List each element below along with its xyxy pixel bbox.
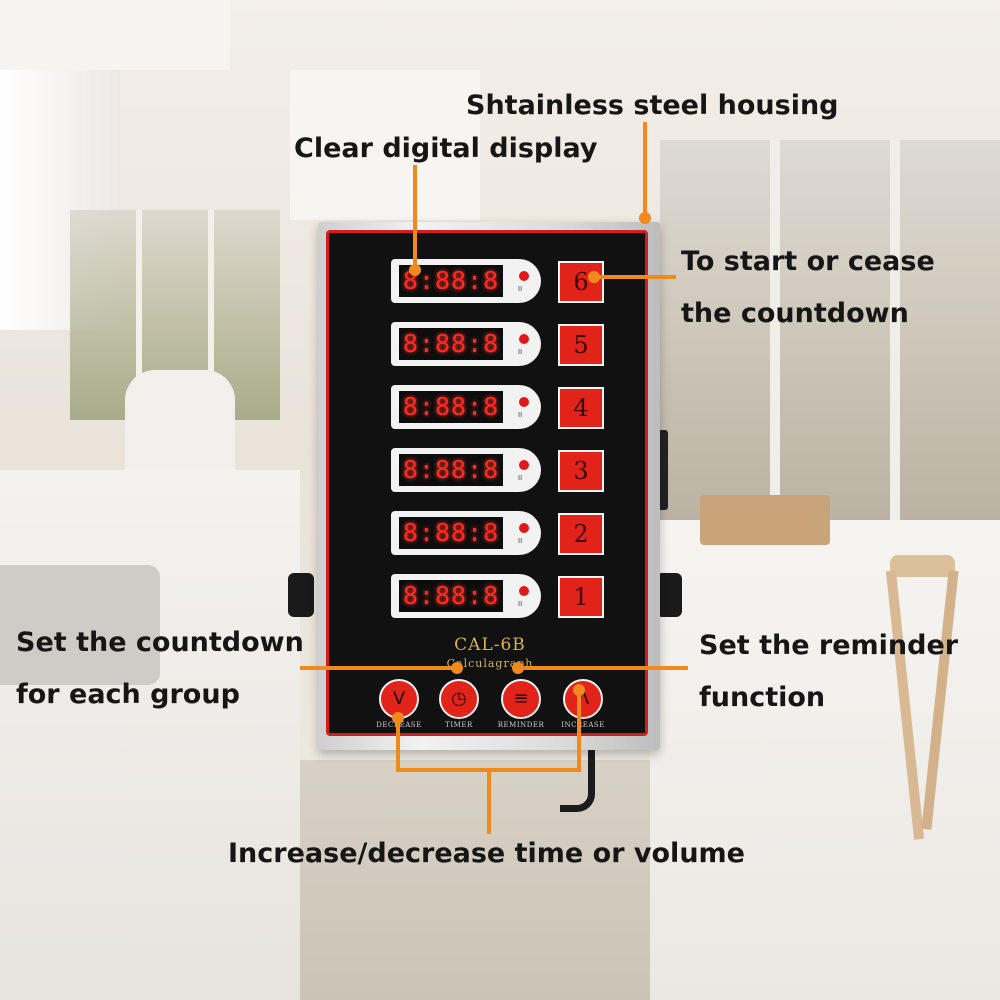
timer-row-4: 8:88:8 II	[391, 385, 541, 429]
callout-line-stem	[487, 768, 491, 834]
timer-display: 8:88:8 II	[391, 385, 541, 429]
background-sink	[0, 565, 160, 685]
timer-display: 8:88:8 II	[391, 511, 541, 555]
group-button-1[interactable]: 1	[558, 576, 604, 618]
indicator-mark: II	[518, 411, 523, 419]
display-digits: 8:88:8	[399, 391, 503, 423]
callout-countdown-line2: for each group	[16, 679, 240, 710]
background-floor	[300, 760, 650, 1000]
device-faceplate: 8:88:8 II 6 8:88:8 II 5 8:88:8 II	[326, 230, 648, 736]
display-digits: 8:88:8	[399, 265, 503, 297]
display-digits: 8:88:8	[399, 454, 503, 486]
display-digits: 8:88:8	[399, 328, 503, 360]
callout-increase: Increase/decrease time or volume	[228, 838, 745, 869]
mount-knob-left	[288, 573, 314, 617]
group-button-2[interactable]: 2	[558, 513, 604, 555]
callout-dot-start	[588, 271, 600, 283]
reminder-button[interactable]: ≡	[501, 679, 541, 719]
group-button-4[interactable]: 4	[558, 387, 604, 429]
increase-label: INCREASE	[561, 721, 605, 729]
indicator-mark: II	[518, 285, 523, 293]
callout-countdown-line1: Set the countdown	[16, 627, 304, 658]
callout-dot-display	[409, 264, 421, 276]
indicator-mark: II	[518, 474, 523, 482]
indicator-led	[519, 586, 529, 596]
callout-line-housing	[643, 122, 647, 218]
indicator-led	[519, 271, 529, 281]
indicator-mark: II	[518, 600, 523, 608]
callout-dot-countdown	[451, 662, 463, 674]
mount-knob-right	[656, 573, 682, 617]
background-cabinet	[290, 70, 480, 220]
model-name: CAL-6B	[454, 635, 526, 655]
callout-dot-housing	[639, 212, 651, 224]
timer-row-3: 8:88:8 II	[391, 448, 541, 492]
timer-display: 8:88:8 II	[391, 448, 541, 492]
callout-dot-reminder	[512, 662, 524, 674]
indicator-led	[519, 397, 529, 407]
power-cable	[560, 745, 595, 812]
callout-line-start	[598, 275, 676, 279]
callout-display: Clear digital display	[294, 133, 598, 164]
callout-line-decrease	[396, 718, 400, 770]
timer-device: 8:88:8 II 6 8:88:8 II 5 8:88:8 II	[318, 222, 660, 750]
callout-line-countdown	[300, 666, 455, 670]
background-stool-seat	[890, 555, 955, 577]
callout-start-line1: To start or cease	[681, 246, 935, 277]
callout-housing: Shtainless steel housing	[466, 90, 839, 121]
callout-start-line2: the countdown	[681, 298, 909, 329]
group-button-3[interactable]: 3	[558, 450, 604, 492]
callout-dot-increase	[573, 684, 585, 696]
callout-dot-decrease	[392, 712, 404, 724]
callout-line-display	[413, 165, 417, 270]
group-button-5[interactable]: 5	[558, 324, 604, 366]
callout-reminder-line2: function	[699, 682, 826, 713]
indicator-mark: II	[518, 537, 523, 545]
timer-label: TIMER	[445, 721, 473, 729]
increase-button[interactable]: Λ	[563, 679, 603, 719]
background-shelf	[0, 0, 230, 70]
indicator-led	[519, 523, 529, 533]
background-cutting-board	[700, 495, 830, 545]
timer-display: 8:88:8 II	[391, 574, 541, 618]
reminder-label: REMINDER	[497, 721, 545, 729]
background-counter-right	[650, 520, 1000, 1000]
display-digits: 8:88:8	[399, 580, 503, 612]
callout-reminder-line1: Set the reminder	[699, 630, 959, 661]
indicator-mark: II	[518, 348, 523, 356]
timer-row-5: 8:88:8 II	[391, 322, 541, 366]
background-counter-left	[0, 470, 300, 1000]
callout-line-reminder	[520, 666, 688, 670]
timer-row-2: 8:88:8 II	[391, 511, 541, 555]
indicator-led	[519, 334, 529, 344]
display-digits: 8:88:8	[399, 517, 503, 549]
timer-row-1: 8:88:8 II	[391, 574, 541, 618]
model-subtitle: Calculagraph	[446, 657, 534, 670]
callout-line-increase	[577, 688, 581, 770]
timer-button[interactable]: ◷	[439, 679, 479, 719]
timer-display: 8:88:8 II	[391, 322, 541, 366]
indicator-led	[519, 460, 529, 470]
